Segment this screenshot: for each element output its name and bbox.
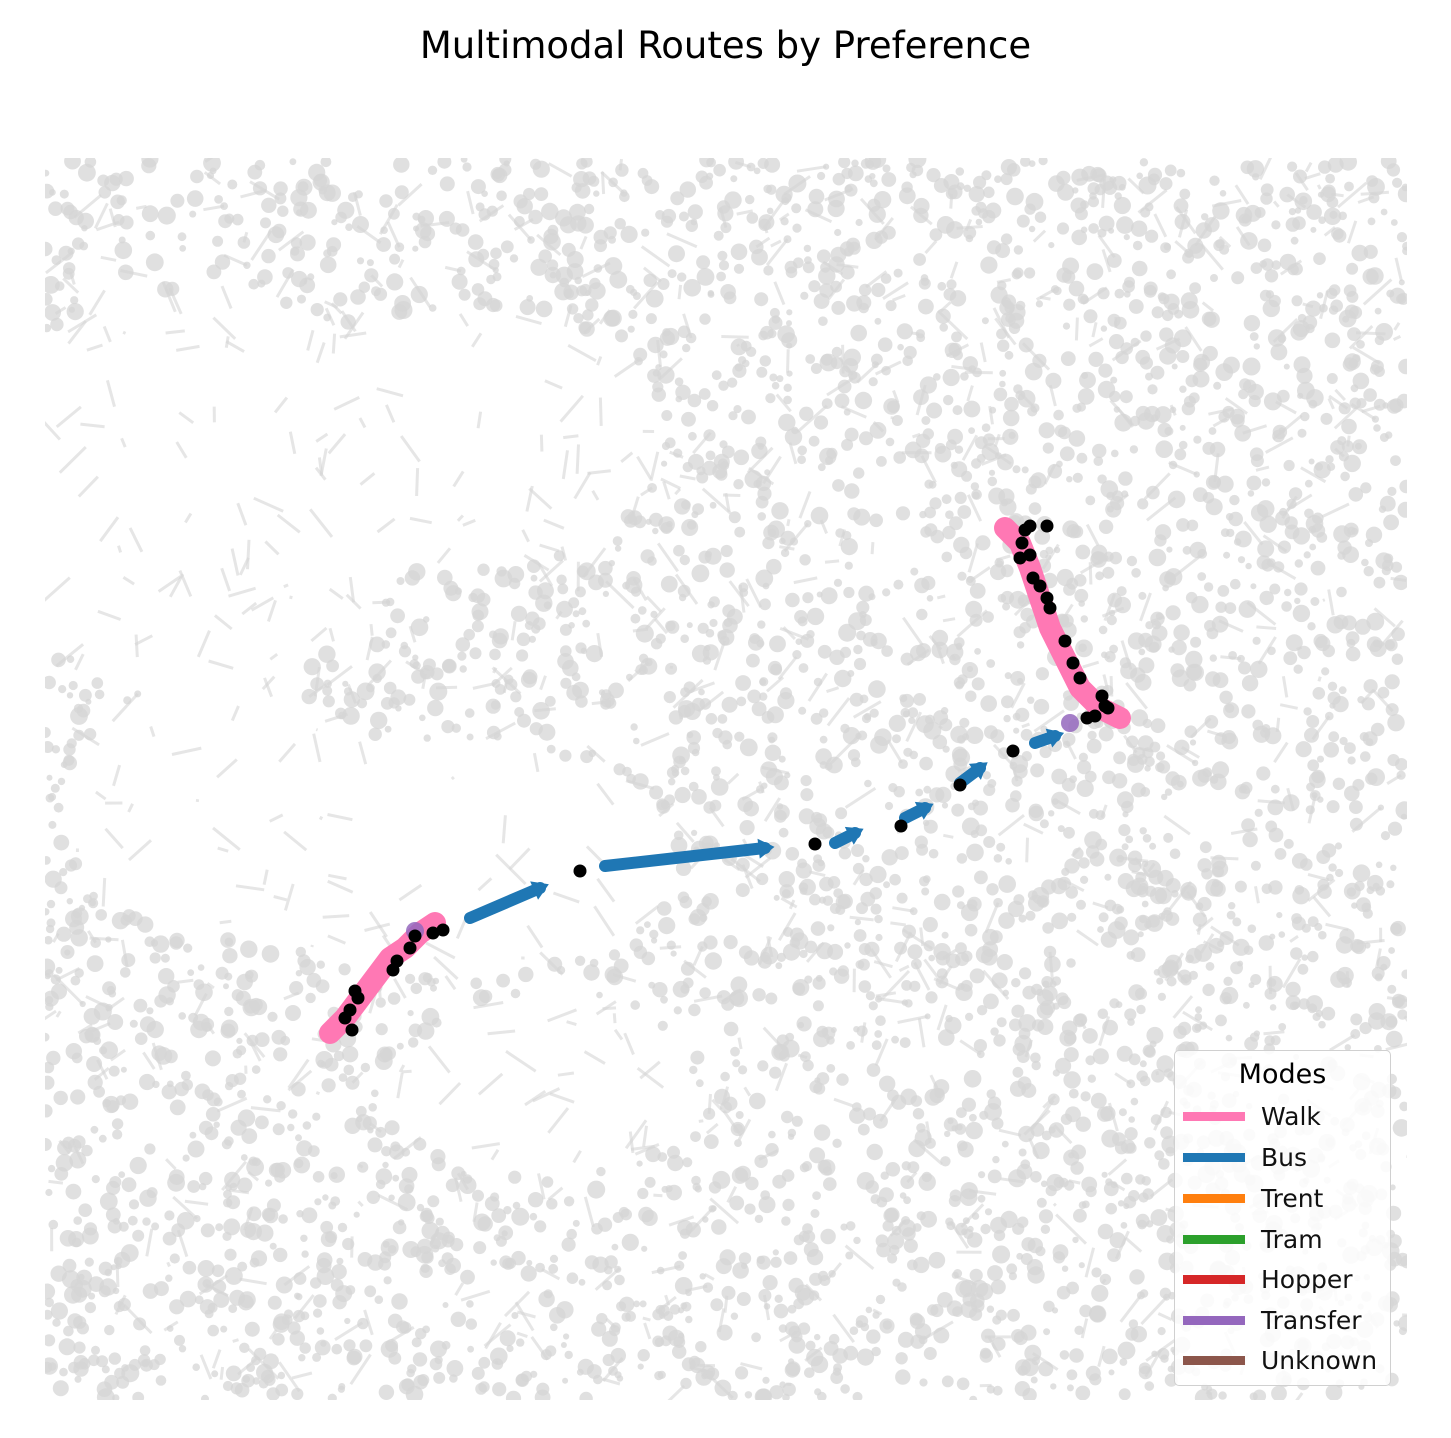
transfer-swatch-icon bbox=[1183, 1315, 1245, 1325]
legend: Modes Walk Bus Trent Tram Hopper Transfe… bbox=[1174, 1050, 1391, 1386]
walk-swatch-icon bbox=[1183, 1111, 1245, 1121]
legend-item-transfer: Transfer bbox=[1183, 1305, 1362, 1335]
unknown-swatch-icon bbox=[1183, 1355, 1245, 1365]
legend-item-bus: Bus bbox=[1183, 1142, 1307, 1172]
bus-swatch-icon bbox=[1183, 1152, 1245, 1162]
legend-item-unknown: Unknown bbox=[1183, 1345, 1377, 1375]
legend-title: Modes bbox=[1238, 1059, 1327, 1090]
legend-item-tram: Tram bbox=[1183, 1224, 1323, 1254]
chart-title: Multimodal Routes by Preference bbox=[419, 24, 1032, 67]
hopper-swatch-icon bbox=[1183, 1274, 1245, 1284]
route-layer bbox=[319, 517, 1131, 1044]
legend-item-walk: Walk bbox=[1183, 1101, 1321, 1131]
road-network-layer bbox=[45, 158, 1407, 1400]
tram-swatch-icon bbox=[1183, 1234, 1245, 1244]
map-canvas[interactable] bbox=[45, 158, 1407, 1400]
legend-item-hopper: Hopper bbox=[1183, 1264, 1353, 1294]
legend-item-trent: Trent bbox=[1183, 1183, 1323, 1213]
trent-swatch-icon bbox=[1183, 1193, 1245, 1203]
